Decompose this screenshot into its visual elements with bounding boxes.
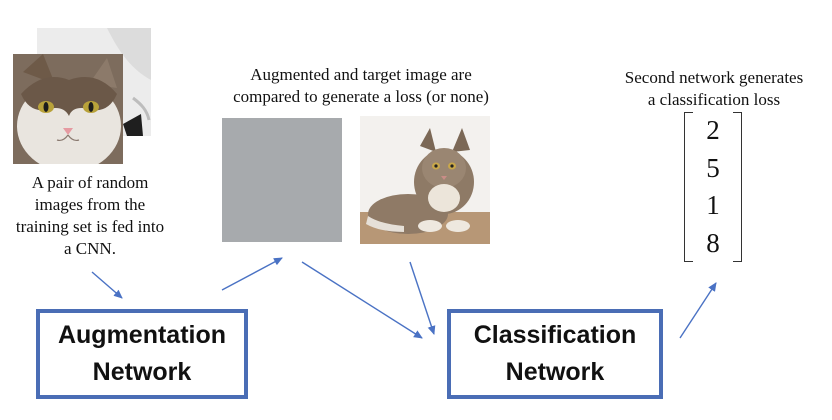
classification-network-box: Classification Network <box>447 309 663 399</box>
pair-caption: A pair of random images from the trainin… <box>15 173 165 258</box>
augmentation-label-line2: Network <box>92 358 192 386</box>
arrow-classification-to-vector <box>679 282 717 339</box>
left-bracket <box>684 112 693 262</box>
input-image-cat-front <box>13 54 123 164</box>
classification-label-line1: Classification <box>473 321 637 349</box>
augmented-image <box>222 118 342 242</box>
vector-value: 1 <box>706 190 720 221</box>
second-network-caption: Second network generates a classificatio… <box>624 68 804 109</box>
augmentation-label-line1: Augmentation <box>57 321 227 349</box>
classification-label-line2: Network <box>505 358 605 386</box>
target-image-cat <box>360 116 490 244</box>
vector-value: 5 <box>706 152 720 183</box>
arrow-augmented-to-classification <box>301 261 423 339</box>
output-vector: 2 5 1 8 <box>684 112 742 262</box>
right-bracket <box>733 112 742 262</box>
arrow-augmentation-to-images <box>221 257 283 291</box>
arrow-target-to-classification <box>409 261 436 335</box>
augmentation-network-box: Augmentation Network <box>36 309 248 399</box>
vector-value: 2 <box>706 115 720 146</box>
vector-value: 8 <box>706 227 720 258</box>
compare-caption: Augmented and target image are compared … <box>233 65 489 106</box>
arrow-caption-to-augmentation <box>91 271 123 299</box>
